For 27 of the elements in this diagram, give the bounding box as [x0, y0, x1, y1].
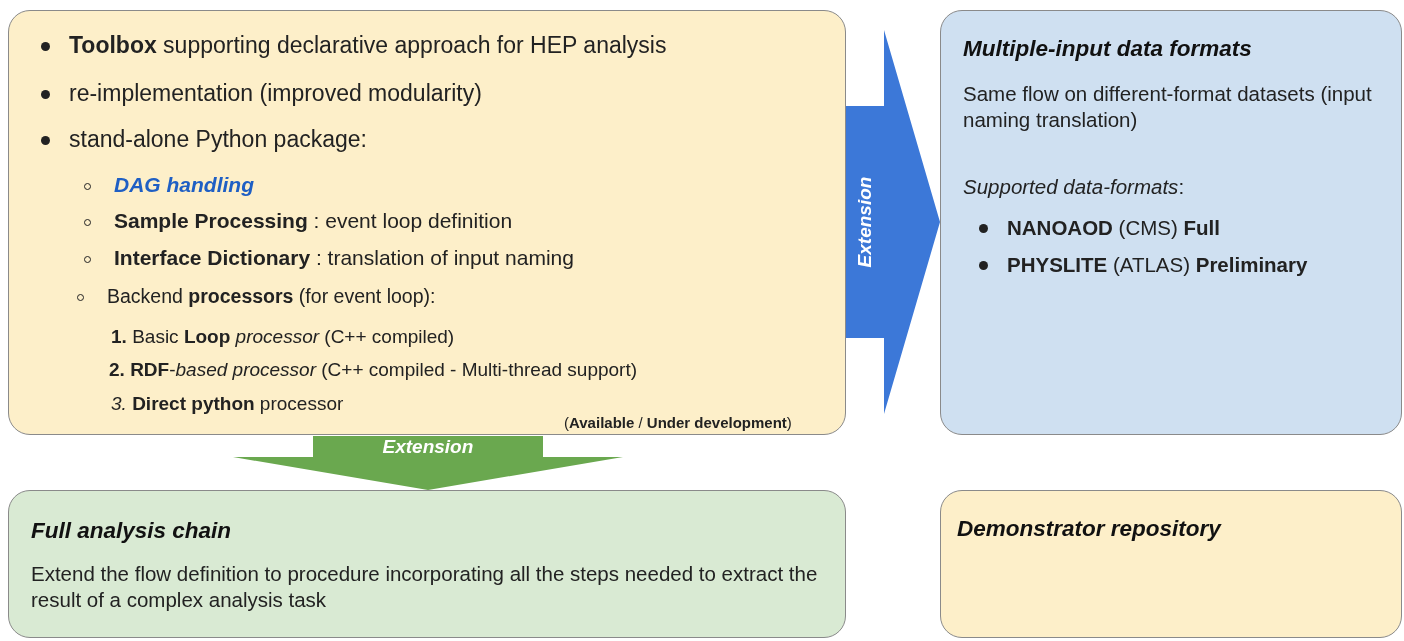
sub-item-text: Sample Processing : event loop definition — [114, 208, 514, 234]
bullet-text: re-implementation (improved modularity) — [69, 79, 483, 108]
intro-text: Toolbox supporting declarative approach for HEP analysis — [69, 31, 668, 60]
numbered-item-text: 3. Direct python processor — [111, 392, 345, 416]
panel-text: Supported data-formats: — [963, 174, 1186, 200]
numbered-item-text: 2. RDF-based processor (C++ compiled - Multi-thread support) — [109, 358, 638, 382]
format-item-text: NANOAOD (CMS) Full — [1007, 215, 1221, 241]
edge-label: Extension — [853, 176, 876, 268]
panel-title: Multiple-input data formats — [963, 35, 1253, 63]
status-legend-text: (Available / Under development) — [564, 414, 793, 433]
block-arrow — [846, 30, 940, 414]
bullet-text: stand-alone Python package: — [69, 125, 368, 154]
format-item-text: PHYSLITE (ATLAS) Preliminary — [1007, 252, 1309, 278]
panel-box — [8, 10, 846, 435]
numbered-item-text: 1. Basic Loop processor (C++ compiled) — [111, 325, 456, 349]
panel-title: Full analysis chain — [31, 517, 233, 545]
panel-box — [940, 10, 1402, 435]
panel-text: Same flow on different-format datasets (input naming translation) — [963, 81, 1373, 133]
panel-box — [8, 490, 846, 638]
panel-box — [940, 490, 1402, 638]
sub-item-text: Interface Dictionary : translation of input naming — [114, 245, 575, 271]
sub-item-text: DAG handling — [114, 172, 255, 198]
panel-title: Demonstrator repository — [957, 515, 1223, 543]
sub-item-text: Backend processors (for event loop): — [107, 284, 437, 309]
panel-text: Extend the flow definition to procedure incorporating all the steps needed to extract the result of a complex analysis task — [31, 561, 819, 613]
block-arrow — [233, 436, 623, 490]
edge-label: Extension — [382, 435, 474, 458]
